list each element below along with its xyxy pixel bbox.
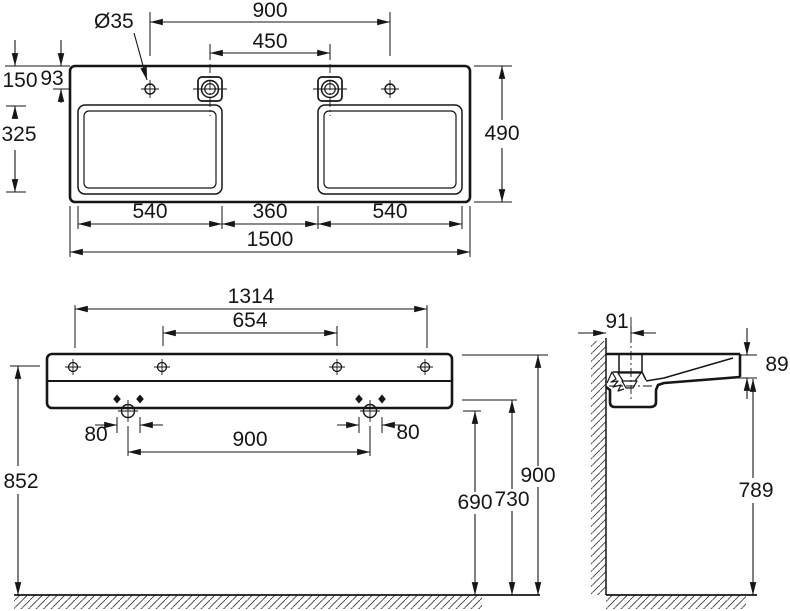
dim-plan-basin-depth: 325	[1, 123, 37, 193]
svg-text:900: 900	[232, 428, 267, 451]
dim-front-drain-span: 900	[127, 426, 371, 456]
dim-front-inner-mounts: 654	[162, 309, 338, 346]
dim-plan-edge-to-basin: 150	[2, 40, 70, 119]
svg-text:900: 900	[252, 0, 287, 22]
svg-text:690: 690	[457, 491, 492, 514]
plan-right-basin	[317, 104, 463, 195]
dim-side-rim-thickness: 89	[738, 328, 789, 399]
svg-text:360: 360	[252, 200, 287, 223]
svg-text:654: 654	[232, 309, 267, 332]
dim-front-outer-mounts: 1314	[74, 285, 428, 348]
mount-hole-icons	[65, 359, 433, 375]
svg-text:80: 80	[84, 423, 107, 446]
dim-plan-overall-depth: 490	[474, 65, 520, 203]
dim-plan-square-span: 450	[209, 30, 331, 60]
dim-side-wall-to-axis: 91	[578, 310, 656, 342]
svg-text:91: 91	[605, 310, 628, 333]
svg-text:540: 540	[132, 200, 167, 223]
dim-front-mid-height: 730	[462, 399, 530, 595]
front-floor	[14, 594, 540, 609]
dim-front-underside-height: 690	[457, 410, 493, 595]
dim-front-left-fix-offset: 80	[84, 417, 163, 446]
side-view: 91 89 789	[578, 310, 789, 609]
svg-text:450: 450	[252, 30, 287, 53]
faucet-hole-left-icon	[141, 80, 159, 98]
dim-side-underside-height: 789	[738, 379, 774, 595]
svg-text:93: 93	[40, 67, 63, 90]
dim-front-rim-height: 900	[462, 354, 556, 595]
square-tap-hole-right-icon	[313, 64, 347, 116]
front-view: 1314 654 80 80 900	[3, 285, 556, 609]
svg-text:900: 900	[520, 464, 555, 487]
plan-left-basin	[77, 104, 223, 195]
svg-text:89: 89	[765, 353, 788, 376]
fixing-point-icons	[113, 394, 386, 404]
svg-text:150: 150	[2, 69, 37, 92]
plan-view: 900 450 Ø35 150 93 325	[1, 0, 520, 257]
svg-text:852: 852	[3, 470, 38, 493]
svg-text:Ø35: Ø35	[94, 10, 134, 33]
drain-left-icon	[118, 400, 138, 422]
square-tap-hole-left-icon	[193, 64, 227, 116]
svg-text:80: 80	[396, 421, 419, 444]
svg-text:1314: 1314	[228, 285, 275, 308]
svg-text:1500: 1500	[247, 228, 294, 251]
svg-text:540: 540	[372, 200, 407, 223]
side-floor	[606, 594, 757, 609]
callout-hole-diameter: Ø35	[94, 10, 148, 81]
svg-text:730: 730	[494, 488, 529, 511]
dim-front-mount-height: 852	[3, 365, 40, 595]
wall-section	[591, 338, 607, 595]
dim-plan-faucet-span: 900	[149, 0, 391, 56]
svg-text:490: 490	[484, 122, 519, 145]
svg-text:789: 789	[738, 479, 773, 502]
dim-front-right-fix-offset: 80	[337, 417, 420, 444]
svg-text:325: 325	[1, 123, 36, 146]
dim-plan-edge-to-hole-axis: 93	[40, 40, 69, 103]
drain-right-icon	[360, 400, 380, 422]
plan-body-outline	[68, 64, 472, 204]
faucet-hole-right-icon	[381, 80, 399, 98]
dim-plan-bottom-chain: 540 360 540 1500	[69, 200, 471, 257]
